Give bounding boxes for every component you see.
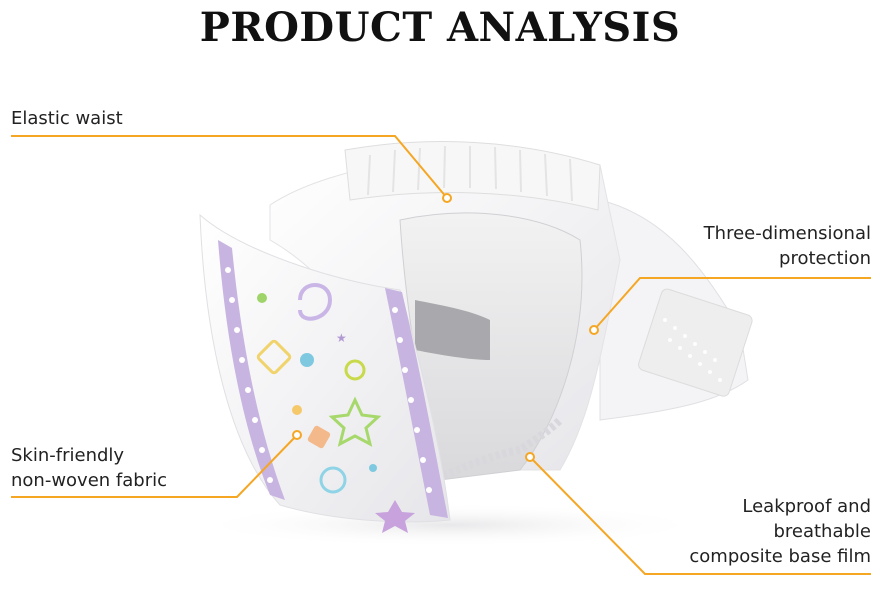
callout-dot-leakproof [525,452,535,462]
callout-leakproof-line-3: composite base film [689,546,871,567]
waistband-texture [367,145,573,202]
callout-three-dimensional: Three-dimensional protection [704,221,871,271]
purple-edge-left [218,240,285,500]
svg-text:★: ★ [336,331,347,345]
floor-shadow [190,503,710,547]
callout-dot-three-dimensional [589,325,599,335]
callout-elastic-waist: Elastic waist [11,106,123,131]
ruffled-cuff [428,417,563,484]
page-title: PRODUCT ANALYSIS [199,4,681,51]
callout-dot-skin [292,430,302,440]
purple-edge-right [385,288,448,518]
edge-dots [225,267,432,493]
elastic-waistband [344,141,601,211]
callout-elastic-waist-text: Elastic waist [11,108,123,129]
leak-guard [415,300,490,360]
callout-line-elastic [11,135,448,199]
callout-line-leakproof [529,456,871,575]
callout-skin-friendly-line-1: Skin-friendly [11,445,125,466]
callout-dot-elastic [442,193,452,203]
callout-leakproof-line-2: breathable [773,521,871,542]
callout-leakproof: Leakproof and breathable composite base … [689,494,871,569]
callout-leakproof-line-1: Leakproof and [742,496,871,517]
front-print: ★ [256,283,415,533]
callout-line-three-dimensional [593,277,871,331]
callout-skin-friendly: Skin-friendly non-woven fabric [11,443,167,493]
callout-three-dimensional-line-2: protection [779,248,871,269]
callout-line-skin [11,434,298,498]
velcro-texture [663,318,722,382]
callout-skin-friendly-line-2: non-woven fabric [11,470,168,491]
callout-three-dimensional-line-1: Three-dimensional [703,223,871,244]
